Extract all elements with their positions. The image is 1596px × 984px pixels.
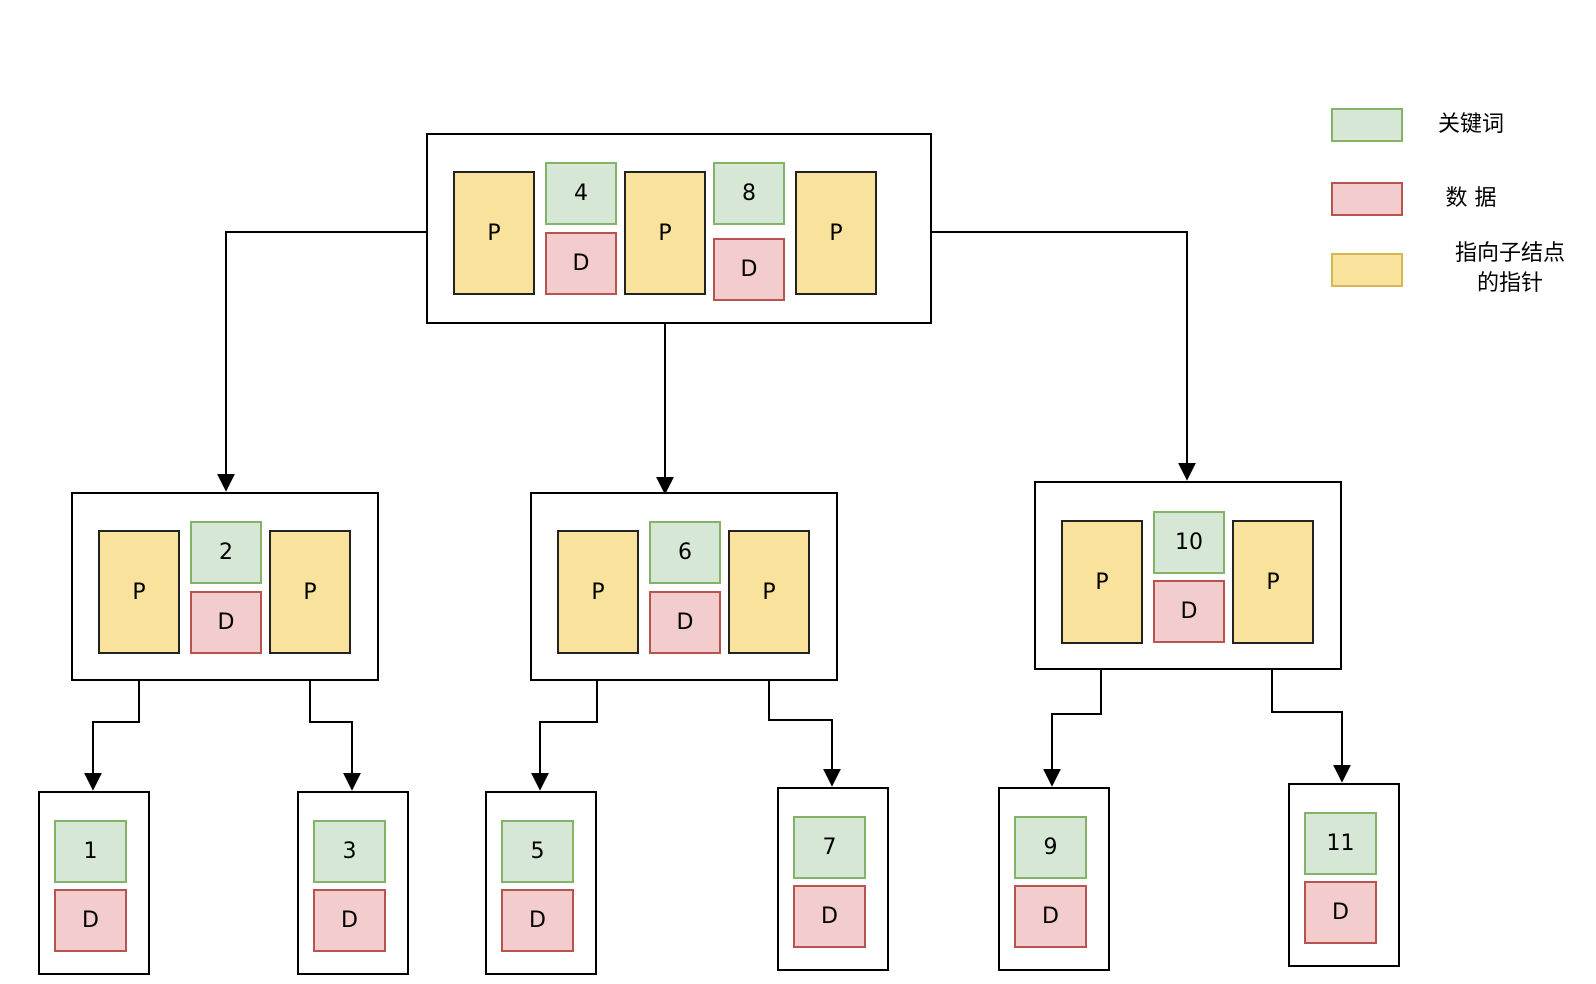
edge-root-to-left: [217, 231, 453, 492]
level2-right-pointer-2: P: [1232, 520, 1314, 644]
leaf-3-data: D: [313, 889, 386, 952]
edge-right-to-leaf-9: [1043, 642, 1102, 787]
legend-keyword-swatch: [1331, 108, 1403, 142]
legend-data-label: 数 据: [1445, 186, 1497, 211]
level2-left-key: 2: [190, 521, 262, 584]
level2-left-pointer-1: P: [98, 530, 180, 654]
root-pointer-1: P: [453, 171, 535, 295]
leaf-1-data: D: [54, 889, 127, 952]
legend-pointer-swatch: [1331, 253, 1403, 287]
edge-middle-to-leaf-5: [531, 652, 598, 791]
root-key-2: 8: [713, 162, 785, 225]
root-data-2: D: [713, 238, 785, 301]
leaf-7-data: D: [793, 885, 866, 948]
leaf-3-key: 3: [313, 820, 386, 883]
level2-middle-pointer-1: P: [557, 530, 639, 654]
level2-middle-data: D: [649, 591, 721, 654]
edge-left-to-leaf-3: [309, 652, 361, 791]
edge-right-to-leaf-11: [1271, 642, 1351, 783]
level2-left-data: D: [190, 591, 262, 654]
root-pointer-2: P: [624, 171, 706, 295]
root-key-1: 4: [545, 162, 617, 225]
legend-pointer-label-line1: 指向子结点: [1454, 241, 1565, 266]
leaf-11-key: 11: [1304, 812, 1377, 875]
edge-root-to-right: [875, 231, 1196, 481]
leaf-1-key: 1: [54, 820, 127, 883]
root-data-1: D: [545, 232, 617, 295]
leaf-9-key: 9: [1014, 816, 1087, 879]
level2-middle-pointer-2: P: [728, 530, 810, 654]
level2-middle-key: 6: [649, 521, 721, 584]
leaf-9-data: D: [1014, 885, 1087, 948]
legend-data-swatch: [1331, 182, 1403, 216]
legend-pointer-label-line2: 的指针: [1476, 271, 1543, 296]
edge-middle-to-leaf-7: [768, 652, 841, 787]
legend-keyword-label: 关键词: [1437, 112, 1504, 137]
level2-right-pointer-1: P: [1061, 520, 1143, 644]
leaf-5-key: 5: [501, 820, 574, 883]
leaf-7-key: 7: [793, 816, 866, 879]
root-pointer-3: P: [795, 171, 877, 295]
level2-left-pointer-2: P: [269, 530, 351, 654]
edge-left-to-leaf-1: [84, 652, 140, 791]
level2-right-key: 10: [1153, 511, 1225, 574]
leaf-5-data: D: [501, 889, 574, 952]
level2-right-data: D: [1153, 580, 1225, 643]
leaf-11-data: D: [1304, 881, 1377, 944]
